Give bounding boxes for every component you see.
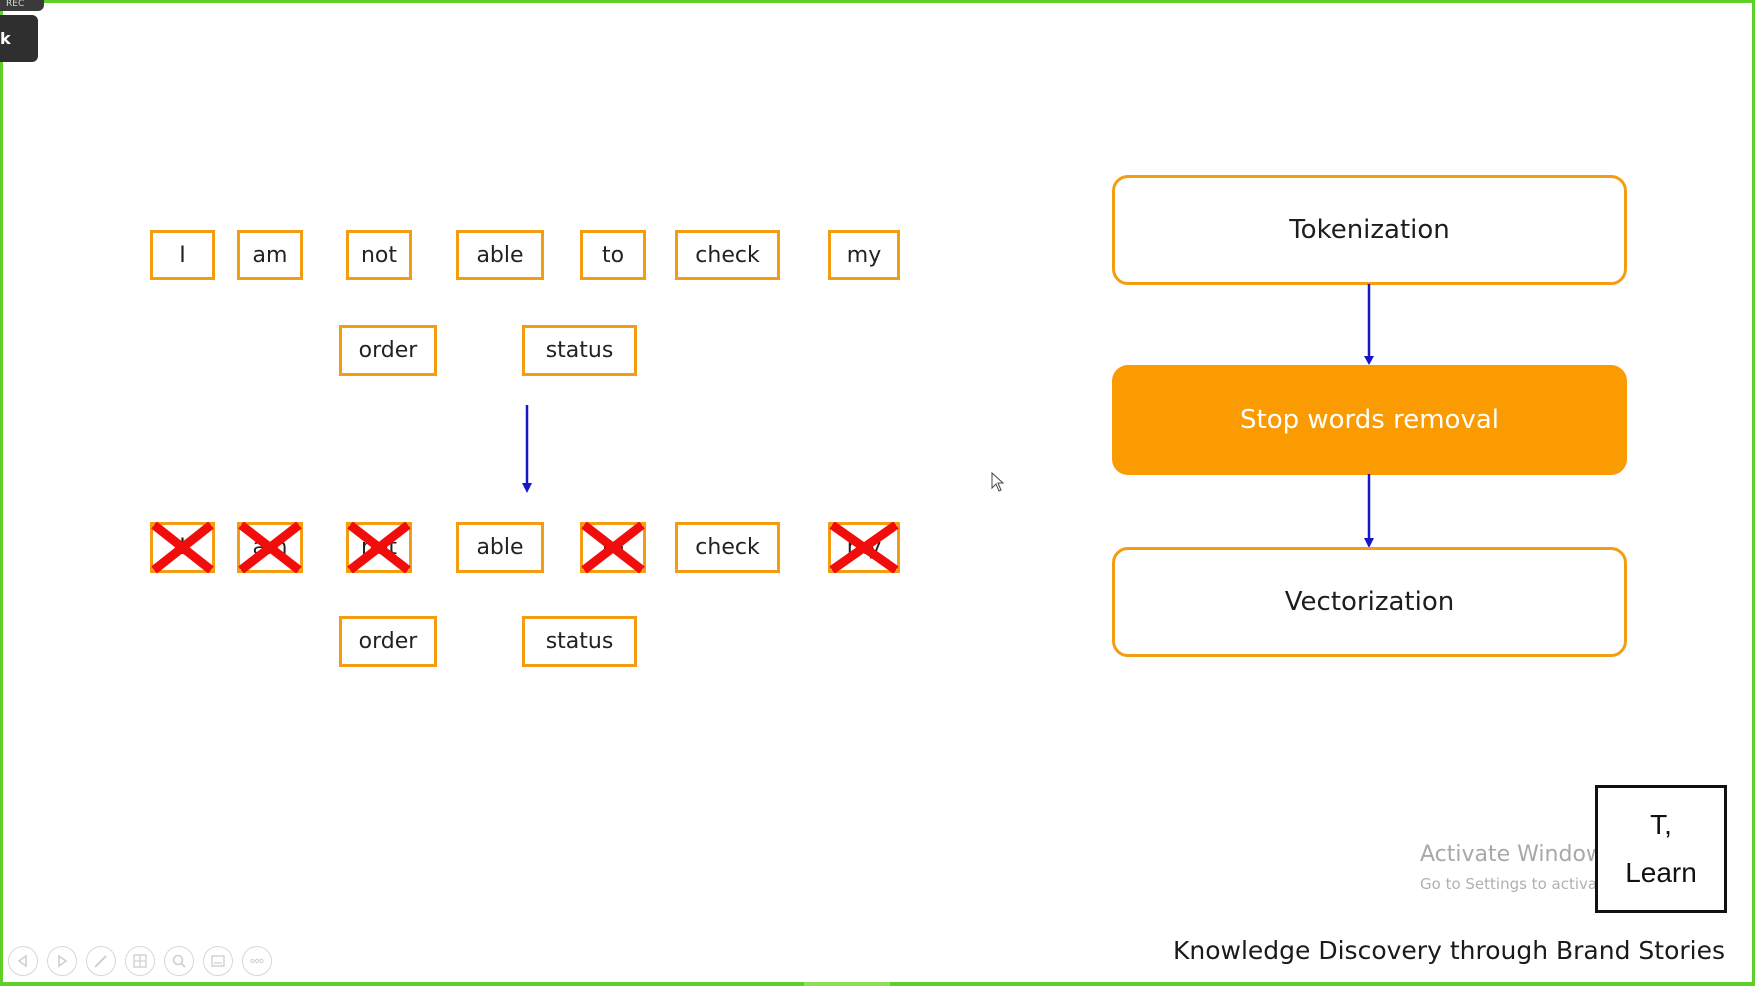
token-box: status bbox=[522, 616, 637, 667]
token-box: I bbox=[150, 230, 215, 280]
brand-line-2: Learn bbox=[1625, 857, 1697, 888]
presenter-toolbar bbox=[8, 946, 272, 976]
subtitles-icon[interactable] bbox=[203, 946, 233, 976]
token-box: my bbox=[828, 230, 900, 280]
token-box: able bbox=[456, 230, 544, 280]
next-slide-icon[interactable] bbox=[47, 946, 77, 976]
cross-icon bbox=[581, 522, 645, 573]
brand-logo-box: T, Learn bbox=[1595, 785, 1727, 913]
recorder-side-button[interactable]: k bbox=[0, 15, 38, 62]
token-box: am bbox=[237, 230, 303, 280]
token-box: order bbox=[339, 616, 437, 667]
previous-slide-icon[interactable] bbox=[8, 946, 38, 976]
token-box: order bbox=[339, 325, 437, 376]
down-arrow bbox=[1364, 474, 1374, 548]
token-box: status bbox=[522, 325, 637, 376]
token-label: able bbox=[476, 535, 524, 560]
token-label: status bbox=[545, 629, 614, 654]
removed-token-box: my bbox=[828, 522, 900, 573]
token-label: check bbox=[695, 535, 760, 560]
token-label: order bbox=[358, 338, 418, 363]
share-indicator-bar bbox=[804, 982, 890, 986]
token-box: able bbox=[456, 522, 544, 573]
recording-tab[interactable]: REC bbox=[0, 0, 44, 11]
pipeline-step-vectorization: Vectorization bbox=[1112, 547, 1627, 657]
token-box: check bbox=[675, 230, 780, 280]
removed-token-box: not bbox=[346, 522, 412, 573]
pen-icon[interactable] bbox=[86, 946, 116, 976]
removed-token-box: I bbox=[150, 522, 215, 573]
cross-icon bbox=[238, 522, 302, 573]
step-label: Tokenization bbox=[1289, 215, 1450, 245]
cross-icon bbox=[829, 522, 899, 573]
token-label: check bbox=[695, 242, 760, 268]
step-label: Stop words removal bbox=[1240, 405, 1499, 435]
token-label: order bbox=[358, 629, 418, 654]
mouse-cursor-icon bbox=[991, 472, 1005, 492]
token-label: status bbox=[545, 338, 614, 363]
token-label: my bbox=[846, 242, 882, 268]
token-label: able bbox=[476, 242, 524, 268]
step-label: Vectorization bbox=[1284, 587, 1455, 617]
token-box: check bbox=[675, 522, 780, 573]
cross-icon bbox=[347, 522, 411, 573]
zoom-icon[interactable] bbox=[164, 946, 194, 976]
token-label: I bbox=[179, 242, 186, 268]
token-label: not bbox=[360, 242, 398, 268]
slide-footer: Knowledge Discovery through Brand Storie… bbox=[1172, 936, 1725, 965]
slides-grid-icon[interactable] bbox=[125, 946, 155, 976]
token-box: to bbox=[580, 230, 646, 280]
token-label: am bbox=[252, 242, 288, 268]
token-box: not bbox=[346, 230, 412, 280]
more-options-icon[interactable] bbox=[242, 946, 272, 976]
token-label: to bbox=[601, 242, 625, 268]
down-arrow bbox=[1364, 284, 1374, 365]
cross-icon bbox=[151, 522, 214, 573]
removed-token-box: am bbox=[237, 522, 303, 573]
pipeline-step-tokenization: Tokenization bbox=[1112, 175, 1627, 285]
removed-token-box: to bbox=[580, 522, 646, 573]
pipeline-step-stop-words-removal: Stop words removal bbox=[1112, 365, 1627, 475]
activate-windows-title: Activate Windows bbox=[1420, 842, 1616, 867]
brand-line-1: T, bbox=[1650, 809, 1672, 840]
down-arrow bbox=[522, 405, 532, 493]
